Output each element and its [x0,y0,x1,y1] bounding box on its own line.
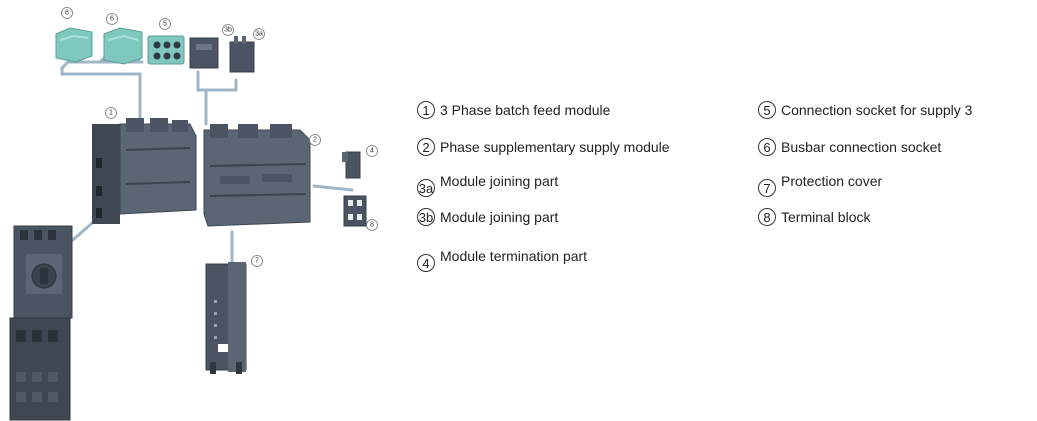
callout-3a: 3a [253,28,265,40]
legend-item-3b: 3b Module joining part [417,206,558,228]
legend-text-7: Protection cover [781,173,883,189]
callout-1: 1 [105,107,117,119]
callout-6b: 6 [106,13,118,25]
legend-item-4: 4 Module termination part [417,248,587,274]
legend-badge-7: 7 [758,179,776,197]
svg-text:3b: 3b [224,27,232,34]
callout-5: 5 [159,18,171,30]
module-joining-part-3a [229,36,255,73]
callout-7: 7 [251,255,263,267]
svg-text:1: 1 [109,110,113,117]
svg-text:2: 2 [313,137,317,144]
legend-text-6: Busbar connection socket [781,139,942,155]
svg-text:3a: 3a [255,31,263,38]
legend-text-5: Connection socket for supply 3 [781,102,973,118]
legend-item-1: 1 3 Phase batch feed module [417,99,610,121]
callout-4: 4 [366,145,378,157]
svg-text:6: 6 [65,10,69,17]
motor-starter-assembly [9,225,73,421]
legend-item-7: 7 Protection cover [758,173,882,199]
legend-badge-5: 5 [758,101,776,119]
legend-item-8: 8 Terminal block [758,206,870,228]
callout-8: 8 [366,219,378,231]
legend-item-5: 5 Connection socket for supply 3 [758,99,972,121]
legend-text-3a: Module joining part [440,173,559,189]
svg-text:4: 4 [370,148,374,155]
svg-text:6: 6 [110,16,114,23]
module-termination-part [342,151,361,179]
legend-item-2: 2 Phase supplementary supply module [417,136,670,158]
callout-3b: 3b [222,24,234,36]
legend-text-2: Phase supplementary supply module [440,139,670,155]
legend-badge-1: 1 [417,101,435,119]
svg-text:5: 5 [163,21,167,28]
svg-text:7: 7 [255,258,259,265]
protection-cover [205,262,247,374]
legend-item-3a: 3a Module joining part [417,173,558,199]
busbar-connection-socket-2 [103,27,143,65]
module-joining-part-3b [189,37,219,69]
terminal-block [343,195,367,227]
legend-text-4: Module termination part [440,248,588,264]
legend-text-1: 3 Phase batch feed module [440,102,611,118]
svg-text:8: 8 [370,222,374,229]
legend-badge-3a: 3a [417,179,435,197]
legend-badge-4: 4 [417,254,435,272]
batch-feed-module [92,118,197,224]
connection-socket-supply [147,35,185,65]
legend-text-3b: Module joining part [440,209,559,225]
callout-2: 2 [309,134,321,146]
legend-badge-3b: 3b [417,208,435,226]
legend-badge-2: 2 [417,138,435,156]
legend-badge-8: 8 [758,208,776,226]
exploded-view-illustration: 6 6 5 3b 3a 1 2 4 8 7 [9,7,378,421]
supplementary-supply-module [203,124,311,227]
legend-text-8: Terminal block [781,209,871,225]
legend-badge-6: 6 [758,138,776,156]
legend-item-6: 6 Busbar connection socket [758,136,941,158]
callout-6a: 6 [61,7,73,19]
busbar-connection-socket-1 [55,27,93,63]
